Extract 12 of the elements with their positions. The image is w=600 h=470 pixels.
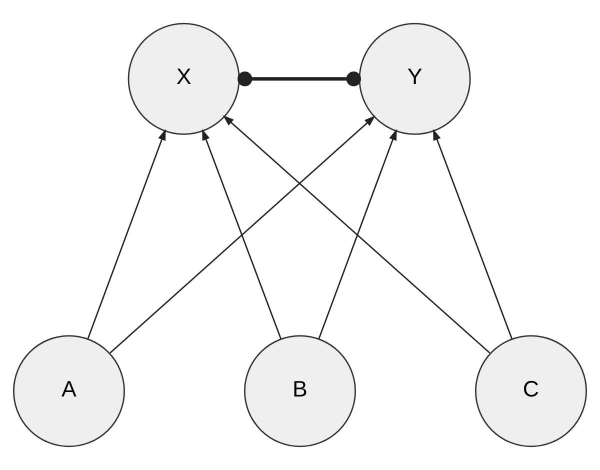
arrow — [318, 128, 397, 339]
node-circle: Y — [358, 22, 471, 135]
arrow — [110, 116, 376, 354]
arrow — [202, 128, 282, 339]
node-circle: C — [475, 335, 587, 448]
node-circle: X — [128, 22, 240, 135]
arrow — [433, 128, 512, 339]
arrow — [87, 128, 166, 339]
arrow — [222, 115, 490, 354]
node-circle: A — [13, 335, 125, 448]
connector — [238, 72, 361, 86]
node-circle: B — [244, 335, 356, 448]
